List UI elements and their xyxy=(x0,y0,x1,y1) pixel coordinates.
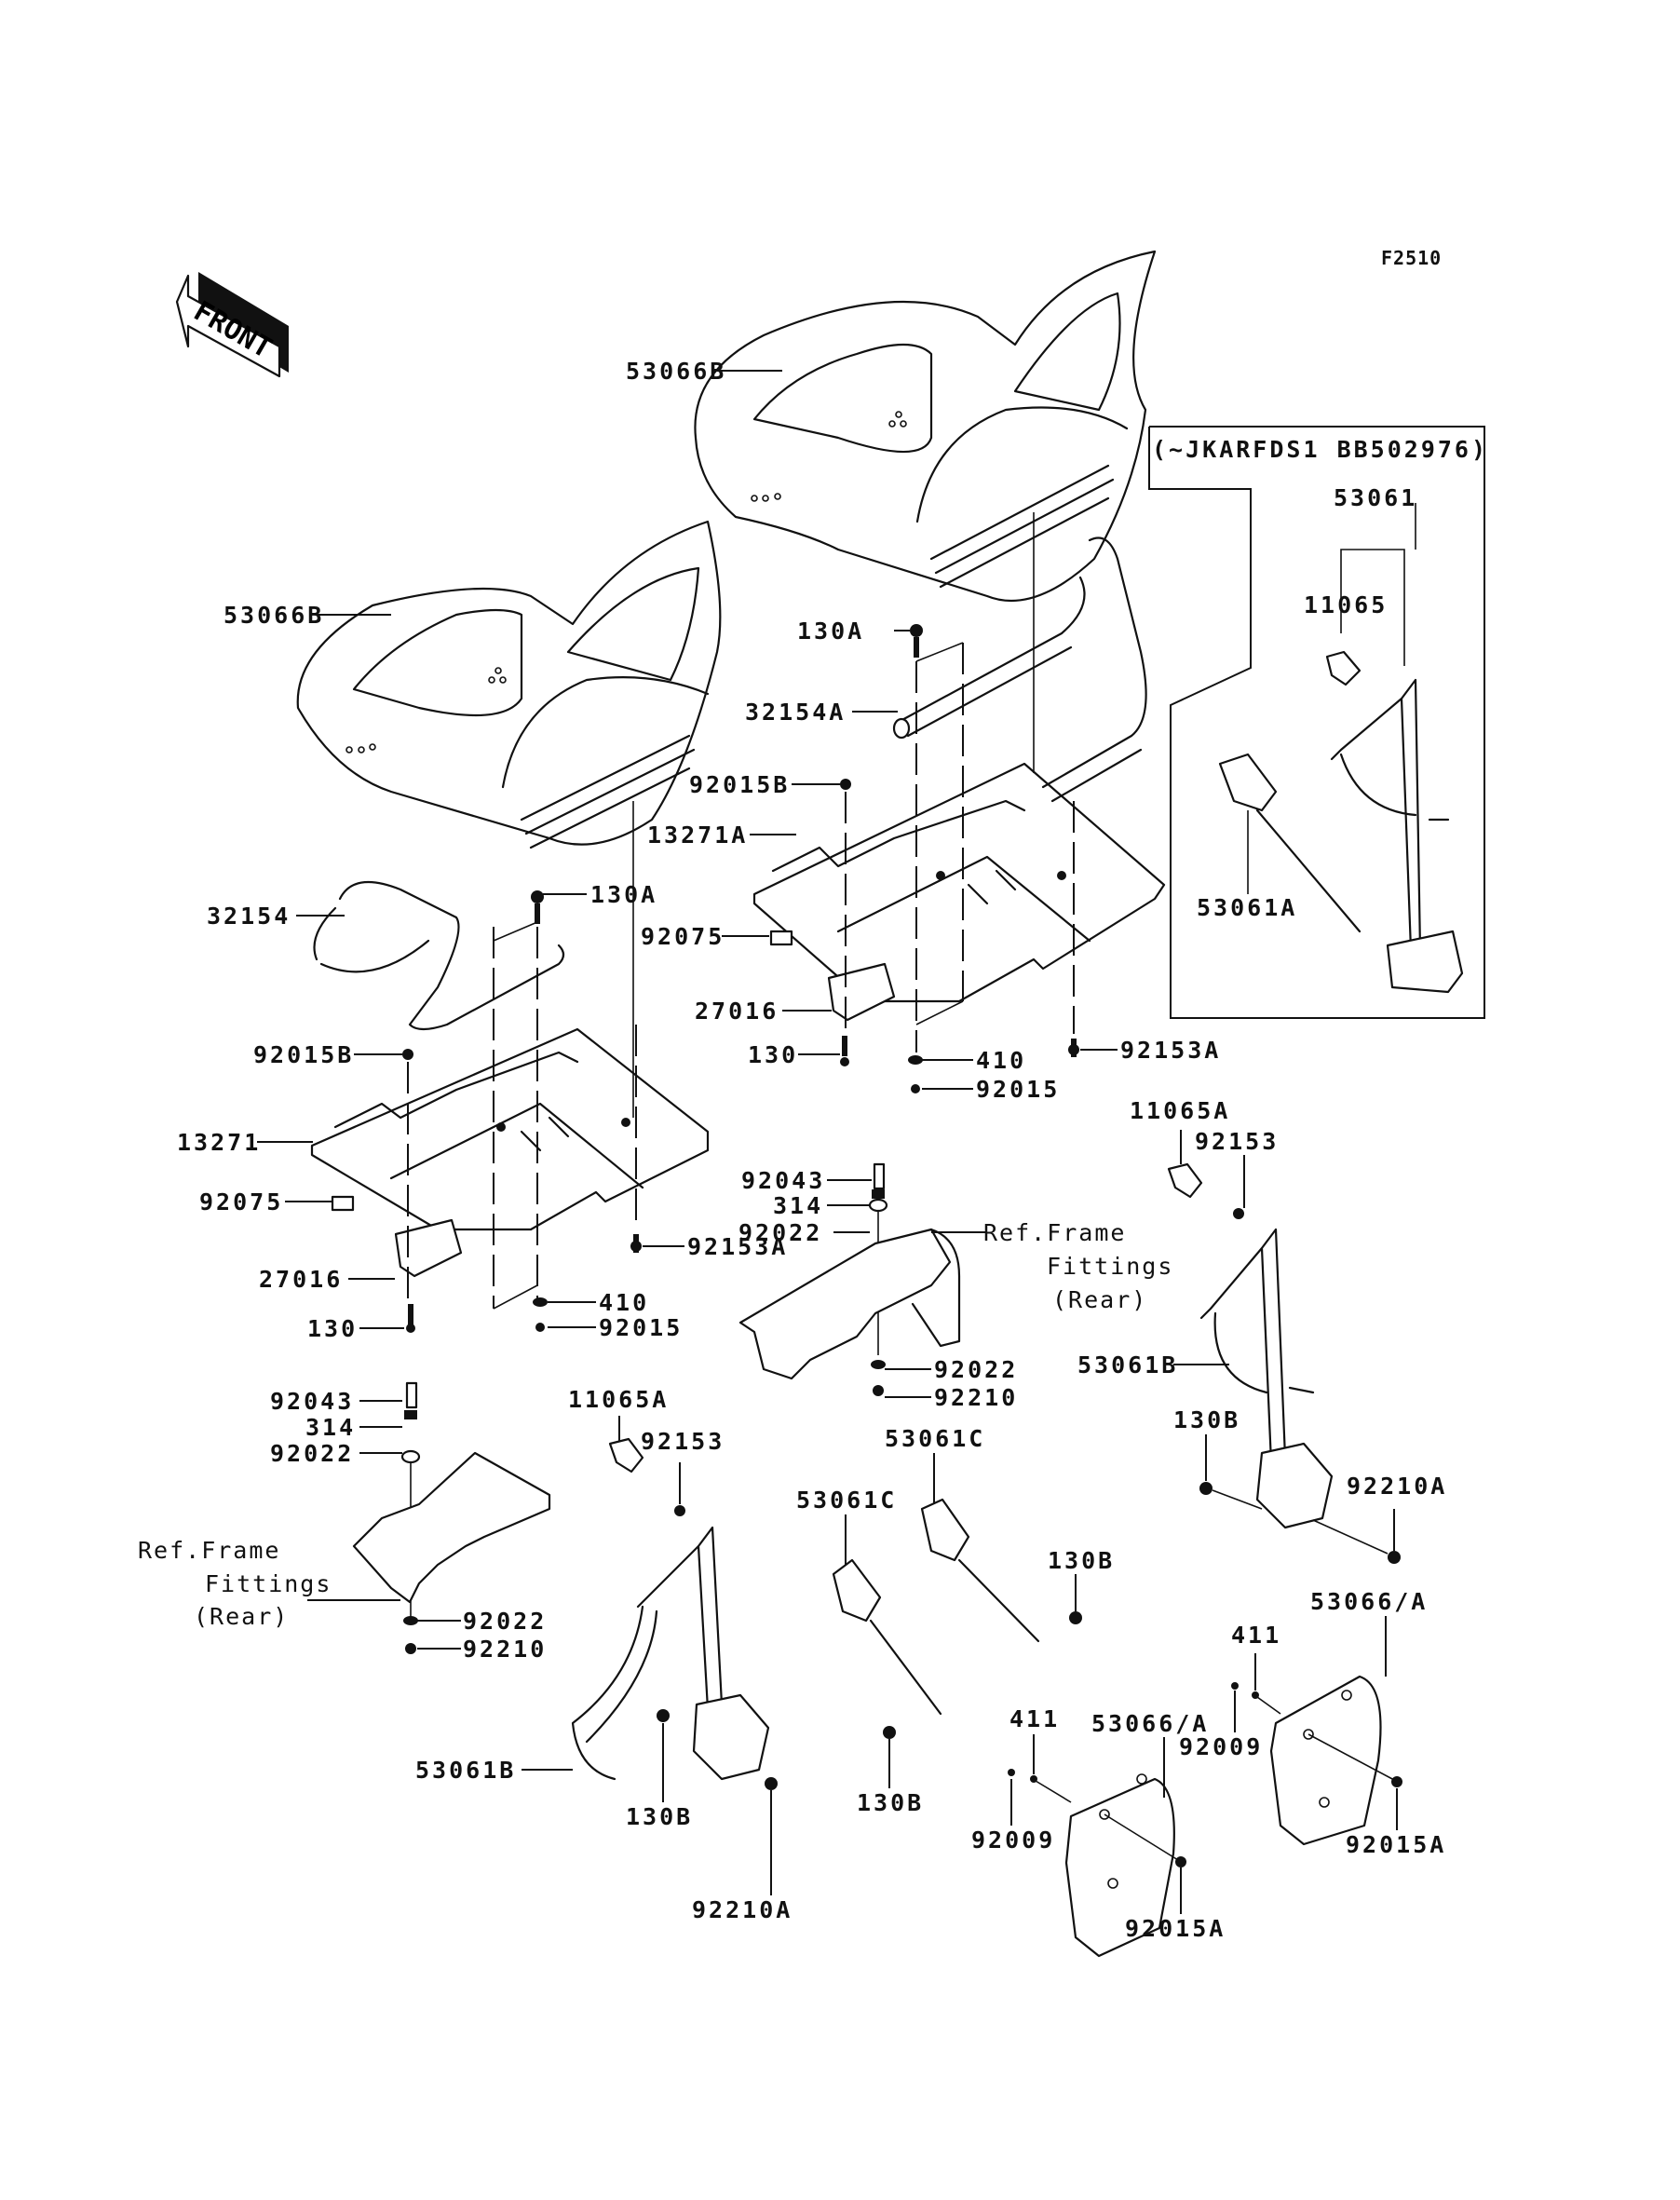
label-bolt-130B-upper[interactable]: 130B xyxy=(1048,1547,1116,1574)
label-seat-front[interactable]: 53066B xyxy=(224,602,325,629)
label-bolt-92043-mid[interactable]: 92043 xyxy=(741,1167,826,1194)
assembly-lines-rear xyxy=(632,512,1075,1118)
label-bolt-92153A-rear[interactable]: 92153A xyxy=(1120,1037,1222,1064)
front-arrow-icon: FRONT xyxy=(175,272,289,378)
label-washer-92022-left-top[interactable]: 92022 xyxy=(270,1440,355,1467)
grab-pipe-rear xyxy=(892,536,1147,803)
label-nut-92075-front[interactable]: 92075 xyxy=(199,1188,284,1215)
label-box-guide[interactable]: 11065 xyxy=(1304,591,1389,618)
label-pad-53066A-right[interactable]: 53066/A xyxy=(1310,1588,1429,1615)
leader-lines xyxy=(257,630,1398,1914)
label-nut-92015-rear[interactable]: 92015 xyxy=(976,1076,1061,1103)
label-nut-92210A-right[interactable]: 92210A xyxy=(1347,1473,1448,1500)
label-belt-53061B-right[interactable]: 53061B xyxy=(1077,1351,1179,1378)
label-pad-411-left[interactable]: 411 xyxy=(1009,1705,1061,1732)
label-washer-92022-mid-top[interactable]: 92022 xyxy=(738,1219,823,1246)
label-bolt-92153A-front[interactable]: 92153A xyxy=(687,1233,789,1260)
label-nut-92210-left[interactable]: 92210 xyxy=(463,1636,548,1663)
belt-right xyxy=(1167,1162,1401,1564)
label-nut-92015B-front[interactable]: 92015B xyxy=(253,1041,355,1068)
label-bracket-27016-rear[interactable]: 27016 xyxy=(695,998,779,1025)
label-bolt-130-front[interactable]: 130 xyxy=(307,1315,359,1342)
label-bolt-130A-front[interactable]: 130A xyxy=(590,881,658,908)
back-pads xyxy=(1008,1675,1402,1958)
label-box-buckle[interactable]: 53061A xyxy=(1197,894,1298,921)
seat-rear xyxy=(694,250,1157,603)
label-nut-92210A-left[interactable]: 92210A xyxy=(692,1896,793,1923)
label-screw-92009-left[interactable]: 92009 xyxy=(971,1827,1056,1854)
label-ref-frame-left-3[interactable]: (Rear) xyxy=(194,1603,290,1630)
label-bolt-130B-lower[interactable]: 130B xyxy=(857,1789,925,1816)
label-collar-314-left[interactable]: 314 xyxy=(305,1414,357,1441)
label-bolt-130B-right[interactable]: 130B xyxy=(1173,1406,1241,1433)
variant-box-frame xyxy=(1148,426,1485,1019)
label-base-13271[interactable]: 13271 xyxy=(177,1129,262,1156)
label-nut-92075-rear[interactable]: 92075 xyxy=(641,923,725,950)
label-bracket-27016-front[interactable]: 27016 xyxy=(259,1266,344,1293)
label-ref-frame-mid-2[interactable]: Fittings xyxy=(1047,1253,1174,1280)
label-bolt-92043-left[interactable]: 92043 xyxy=(270,1388,355,1415)
label-belt-53061B-left[interactable]: 53061B xyxy=(415,1757,517,1784)
label-pad-53066A-left[interactable]: 53066/A xyxy=(1091,1710,1210,1737)
seat-base-rear xyxy=(752,762,1166,1003)
seat-front xyxy=(296,520,722,849)
label-buckle-53061C-upper[interactable]: 53061C xyxy=(885,1425,986,1452)
variant-box-title: (~JKARFDS1 BB502976) xyxy=(1152,436,1489,463)
buckles-center xyxy=(832,1498,1082,1739)
label-nut-92015A-left[interactable]: 92015A xyxy=(1125,1915,1226,1942)
label-nut-92015-front[interactable]: 92015 xyxy=(599,1314,684,1341)
grab-pipe-front xyxy=(313,880,565,1031)
label-washer-92022-left-bot[interactable]: 92022 xyxy=(463,1608,548,1635)
figure-code: F2510 xyxy=(1381,247,1443,269)
label-pipe-32154A[interactable]: 32154A xyxy=(745,699,847,726)
belt-assembly-variant xyxy=(1218,503,1464,994)
label-seat-rear[interactable]: 53066B xyxy=(626,358,727,385)
label-bolt-130-rear[interactable]: 130 xyxy=(748,1041,799,1068)
frame-fitting-left xyxy=(352,1381,551,1654)
label-collar-314-mid[interactable]: 314 xyxy=(773,1192,824,1219)
label-box-belt[interactable]: 53061 xyxy=(1334,484,1418,511)
label-pad-411-right[interactable]: 411 xyxy=(1231,1622,1282,1649)
label-pipe-32154[interactable]: 32154 xyxy=(207,903,291,930)
label-buckle-53061C-lower[interactable]: 53061C xyxy=(796,1487,898,1514)
label-bolt-130B-left[interactable]: 130B xyxy=(626,1803,694,1830)
label-base-13271A[interactable]: 13271A xyxy=(647,822,749,849)
label-nut-92210-mid[interactable]: 92210 xyxy=(934,1384,1019,1411)
label-washer-92022-mid-bot[interactable]: 92022 xyxy=(934,1356,1019,1383)
label-bolt-92153-right[interactable]: 92153 xyxy=(1195,1128,1280,1155)
assembly-lines-front xyxy=(407,921,637,1310)
frame-fitting-mid xyxy=(738,1162,961,1396)
label-bolt-130A-rear[interactable]: 130A xyxy=(797,618,865,645)
seat-base-front xyxy=(310,1027,710,1231)
label-washer-410-rear[interactable]: 410 xyxy=(976,1047,1027,1074)
label-washer-410-front[interactable]: 410 xyxy=(599,1289,650,1316)
label-screw-92009-right[interactable]: 92009 xyxy=(1179,1733,1264,1760)
belt-left xyxy=(571,1437,778,1790)
label-guide-11065A-left[interactable]: 11065A xyxy=(568,1386,670,1413)
label-ref-frame-mid-1[interactable]: Ref.Frame xyxy=(983,1219,1127,1246)
label-nut-92015A-right[interactable]: 92015A xyxy=(1346,1831,1447,1858)
label-guide-11065A-right[interactable]: 11065A xyxy=(1130,1097,1231,1124)
label-bolt-92153-left[interactable]: 92153 xyxy=(641,1428,725,1455)
label-nut-92015B-rear[interactable]: 92015B xyxy=(689,771,791,798)
label-ref-frame-left-2[interactable]: Fittings xyxy=(205,1570,332,1597)
label-ref-frame-mid-3[interactable]: (Rear) xyxy=(1052,1286,1148,1313)
label-ref-frame-left-1[interactable]: Ref.Frame xyxy=(138,1537,281,1564)
